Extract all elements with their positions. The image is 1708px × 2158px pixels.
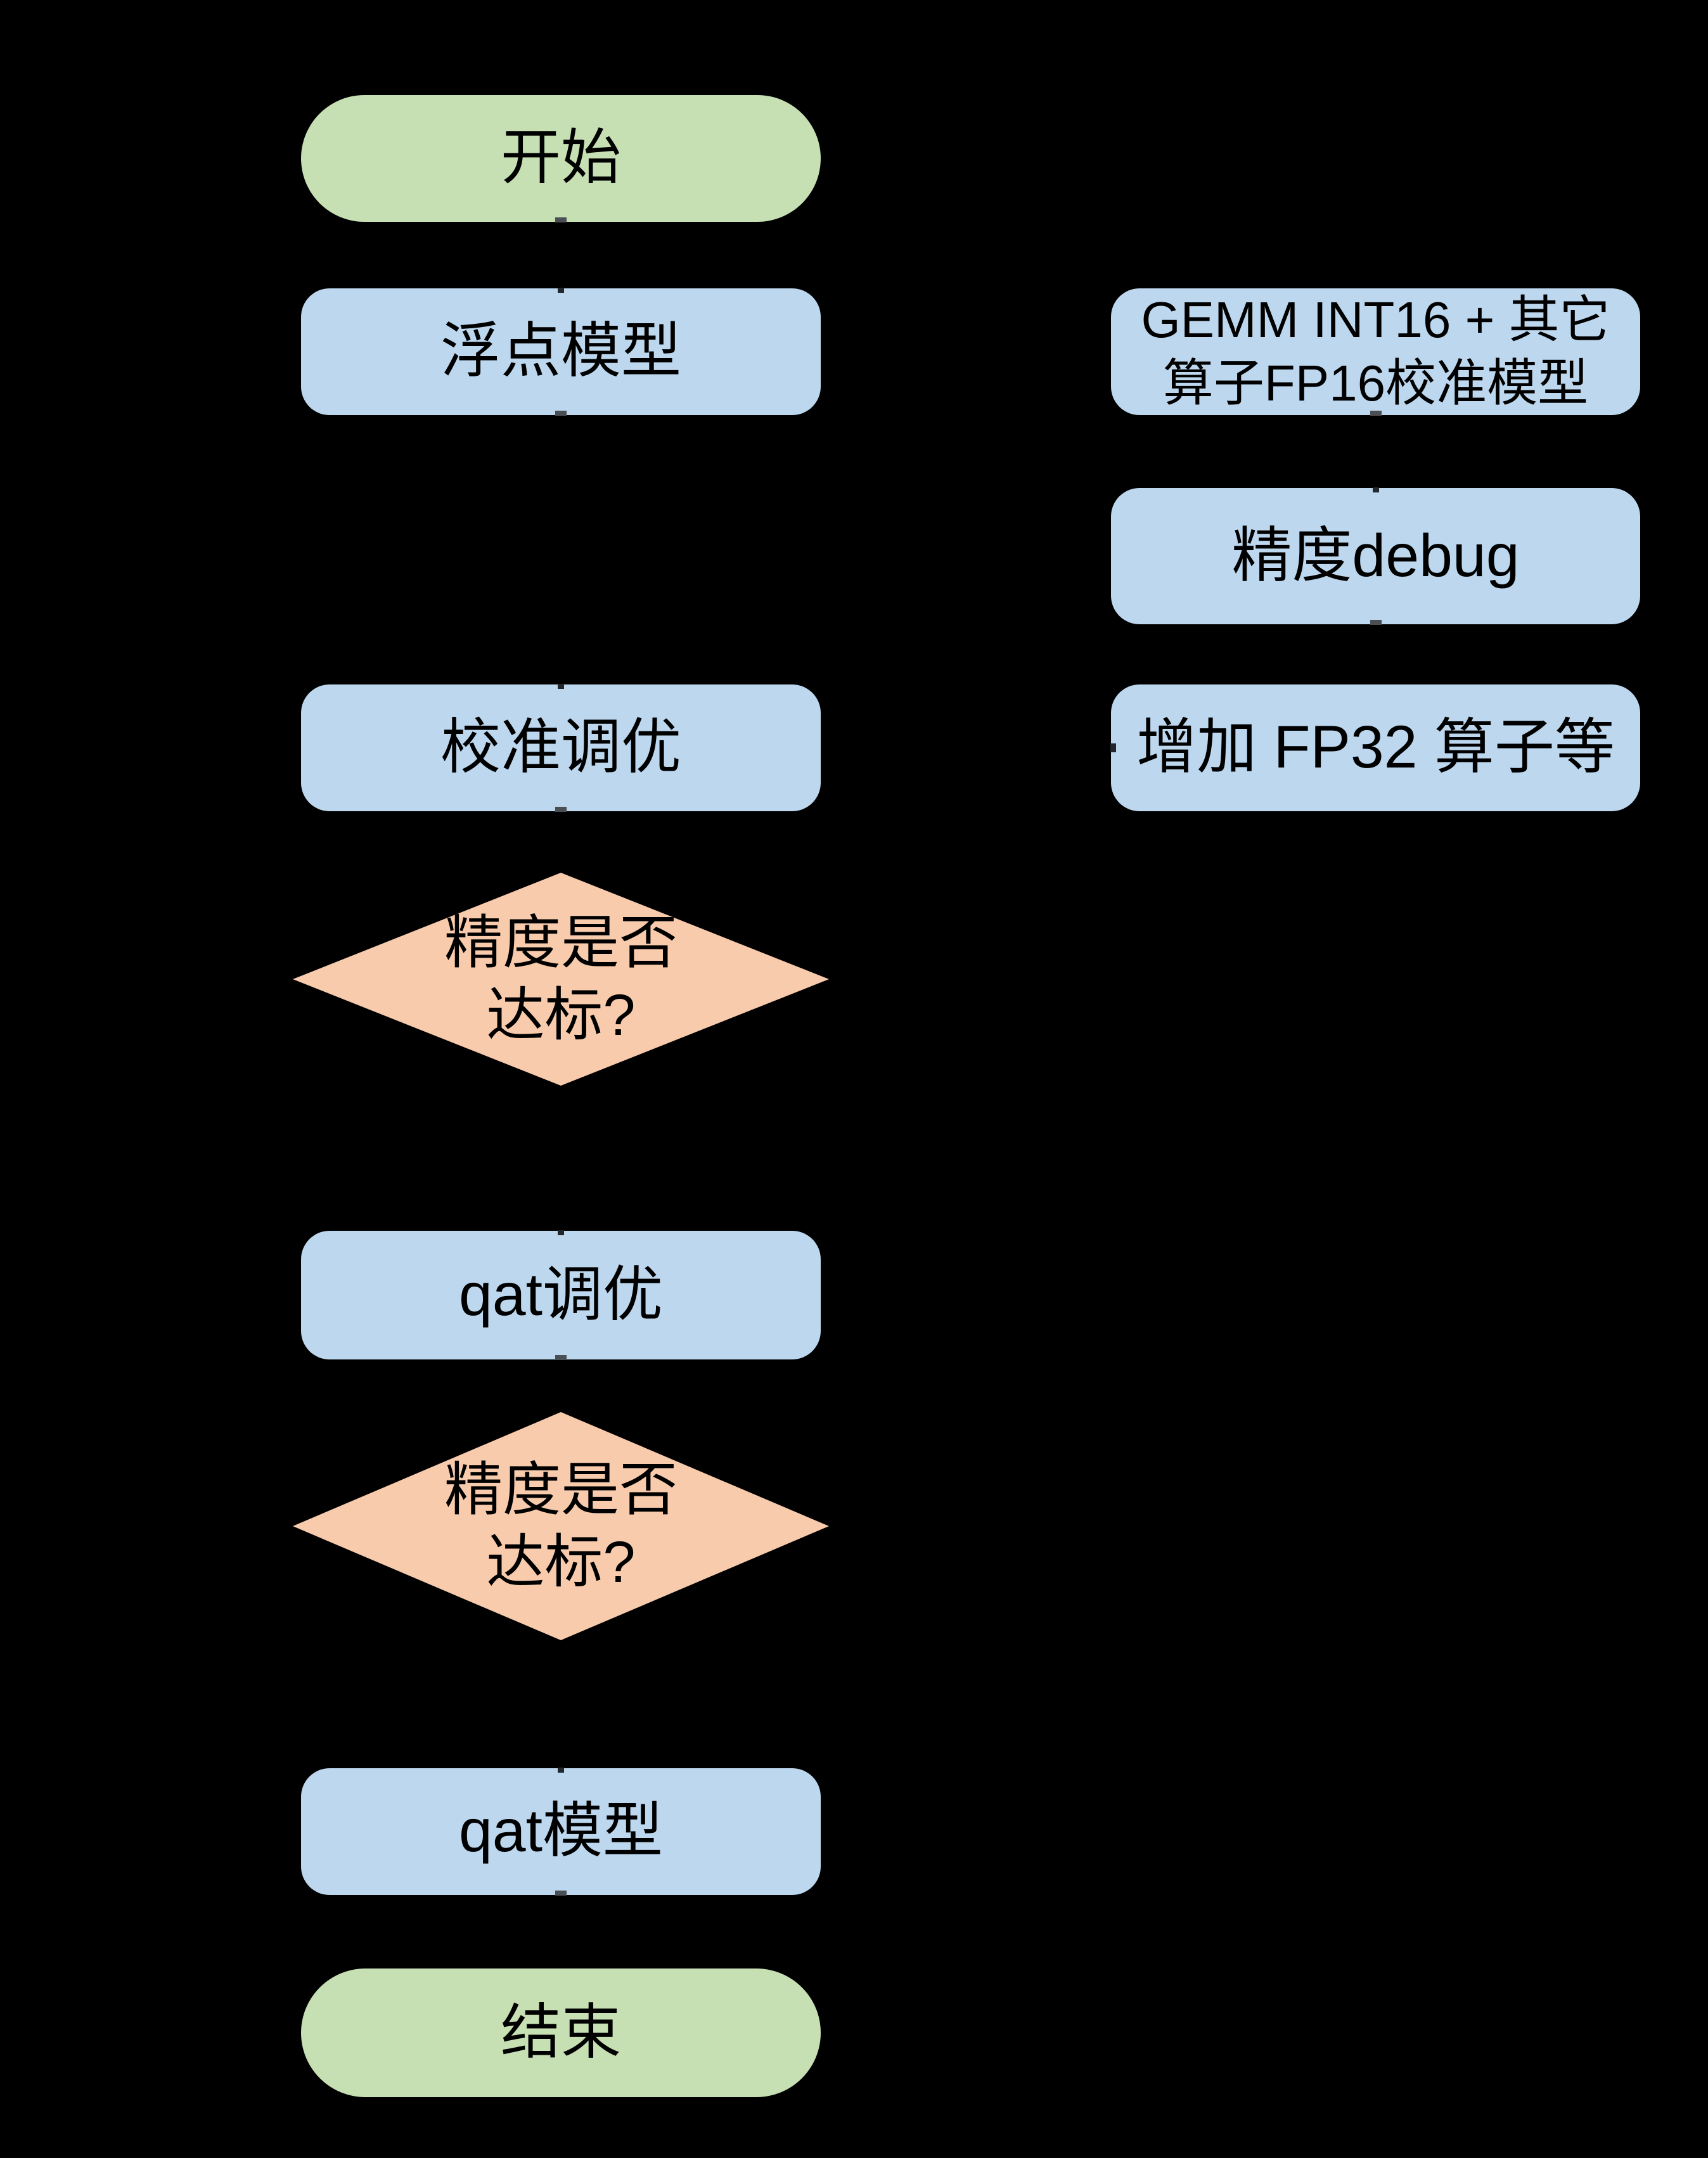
arrow-remnant [558, 1768, 564, 1773]
precision-debug-label: 精度debug [1231, 522, 1520, 589]
add-fp32-ops-label: 增加 FP32 算子等 [1136, 714, 1615, 781]
accuracy-decision-1-line1: 精度是否 [444, 911, 677, 975]
start-node: 开始 [301, 95, 821, 222]
float-model-node: 浮点模型 [301, 288, 821, 416]
accuracy-decision-1-node: 精度是否 达标? [293, 873, 829, 1086]
float-model-label: 浮点模型 [440, 318, 681, 385]
qat-tuning-node: qat调优 [301, 1230, 821, 1360]
arrow-remnant [555, 411, 567, 416]
gemm-calib-model-label-line2: 算子FP16校准模型 [1162, 355, 1589, 411]
arrow-remnant [555, 1355, 567, 1360]
arrow-remnant [558, 684, 564, 689]
qat-model-label: qat模型 [458, 1797, 664, 1865]
arrow-remnant [1370, 620, 1382, 625]
arrow-remnant [558, 1230, 564, 1235]
calibration-tuning-label: 校准调优 [440, 714, 681, 781]
qat-model-node: qat模型 [301, 1768, 821, 1896]
gemm-calib-model-node: GEMM INT16 + 其它 算子FP16校准模型 [1111, 288, 1640, 416]
arrow-remnant [555, 1891, 567, 1896]
start-label: 开始 [500, 124, 621, 192]
arrow-remnant [555, 217, 567, 222]
precision-debug-node: 精度debug [1111, 487, 1640, 625]
accuracy-decision-2-node: 精度是否 达标? [293, 1412, 829, 1640]
arrow-remnant [1110, 743, 1116, 752]
qat-tuning-label: qat调优 [458, 1261, 664, 1328]
arrow-remnant [555, 807, 567, 812]
arrow-remnant [1370, 411, 1382, 416]
accuracy-decision-2-line1: 精度是否 [444, 1458, 677, 1522]
accuracy-decision-2-line2: 达标? [486, 1530, 636, 1595]
accuracy-decision-1-line2: 达标? [486, 983, 636, 1048]
end-node: 结束 [301, 1969, 821, 2097]
end-label: 结束 [500, 1998, 621, 2066]
arrow-remnant [1372, 487, 1379, 492]
gemm-calib-model-label-line1: GEMM INT16 + 其它 [1141, 292, 1610, 348]
arrow-remnant [558, 288, 564, 293]
calibration-tuning-node: 校准调优 [301, 684, 821, 812]
add-fp32-ops-node: 增加 FP32 算子等 [1110, 684, 1640, 811]
